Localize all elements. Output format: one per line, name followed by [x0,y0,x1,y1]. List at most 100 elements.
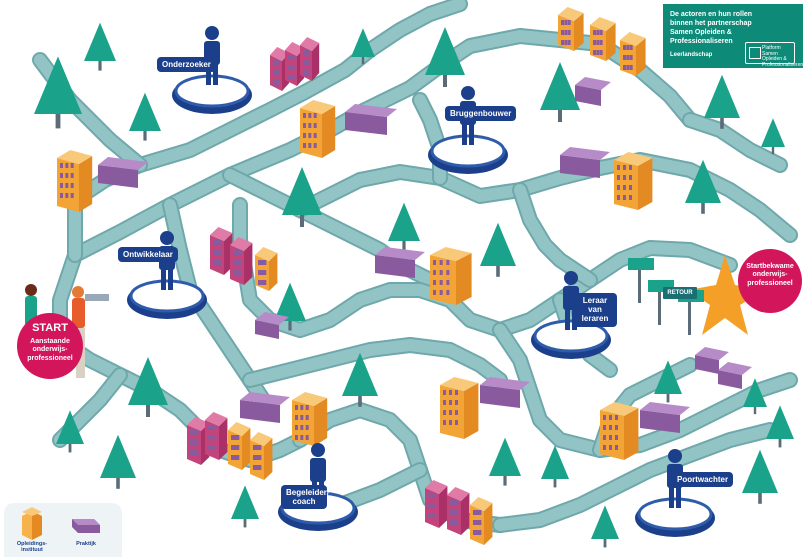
house-icon-0 [98,157,148,188]
info-panel-title: De actoren en hun rollen binnen het part… [670,11,753,46]
platform-logo-text: Platform Samen Opleiden & Professionalis… [762,45,804,68]
role-label-ontwikkelaar[interactable]: Ontwikkelaar [118,247,178,263]
building-icon-4 [440,377,479,439]
tree-icon-13 [128,357,168,417]
tree-icon-24 [231,485,259,528]
path-4 [364,0,466,56]
tree-icon-14 [56,410,84,453]
tree-icon-18 [743,378,767,415]
retour-sign: RETOUR [663,287,697,299]
building-icon-19 [250,432,273,480]
path-14 [494,424,776,531]
house-icon-1 [345,104,397,135]
scene-objects [25,7,794,548]
role-label-bruggenbouwer[interactable]: Bruggenbouwer [445,106,517,122]
platform-logo-icon [749,47,761,59]
building-icon-9 [620,32,646,76]
role-label-poortwachter[interactable]: Poortwachter [672,472,734,488]
tree-icon-16 [685,159,721,214]
house-icon-6 [640,402,690,433]
signpost-icon-0 [628,258,654,303]
building-icon-21 [447,487,470,535]
legend-icons [22,507,100,540]
building-icon-14 [230,237,253,285]
role-label-begeleider-coach[interactable]: Begeleider/ coach [281,485,329,510]
tree-icon-17 [654,360,682,403]
tree-icon-22 [742,449,778,504]
role-label-leraar-van-leraren[interactable]: Leraar van leraren [573,293,617,327]
building-icon-22 [470,497,493,545]
platform-bruggenbouwer [428,134,508,174]
house-icon-10 [718,362,752,389]
path-18 [514,184,596,286]
tree-icon-8 [282,167,322,227]
start-badge[interactable]: START Aanstaande onderwijs- professionee… [17,313,83,379]
tree-icon-9 [388,202,420,251]
path-10 [494,242,736,336]
tree-icon-19 [766,405,794,448]
platform-ontwikkelaar [127,279,207,319]
star-icon [688,255,765,335]
tree-icon-10 [480,222,516,277]
tree-icon-15 [100,434,136,489]
house-icon-3 [375,247,425,278]
house-icon-8 [575,77,611,106]
building-icon-0 [57,150,93,212]
house-icon-2 [560,147,610,178]
building-icon-13 [210,227,233,275]
tree-icon-11 [274,282,306,331]
building-icon-20 [425,480,448,528]
building-icon-11 [285,42,305,86]
role-label-onderzoeker[interactable]: Onderzoeker [157,57,216,73]
path-15 [244,339,506,386]
legend-label-praktijk: Praktijk [76,541,96,547]
building-icon-8 [590,17,616,61]
house-icon-7 [255,312,289,339]
legend-label-opleidingsinstituut: Opleidings- instituut [16,541,48,554]
building-icon-2 [614,152,653,210]
house-icon-5 [480,377,530,408]
tree-icon-7 [761,118,785,155]
tree-icon-12 [342,352,378,407]
building-icon-5 [292,392,328,446]
finish-badge[interactable]: Startbekwame onderwijs- professioneel [738,249,802,313]
tree-icon-6 [704,74,740,129]
house-icon-9 [695,347,729,374]
tree-icon-23 [591,505,619,548]
building-icon-3 [430,247,472,305]
path-6 [294,154,796,241]
legend: Opleidings- instituut Praktijk [4,503,122,557]
platform-poortwachter [635,497,715,537]
tree-icon-21 [489,437,521,486]
info-panel-subtitle: Leerlandschap [670,52,713,58]
platform-leraar [531,319,611,359]
building-icon-12 [300,37,320,81]
building-icon-18 [228,422,251,470]
house-icon-4 [240,392,290,423]
finish-text: Startbekwame onderwijs- professioneel [746,263,794,287]
tree-icon-5 [540,62,580,122]
tree-icon-1 [84,22,116,71]
start-title: START [32,322,68,334]
platform-logo: Platform Samen Opleiden & Professionalis… [745,42,803,67]
tree-icon-3 [351,28,375,65]
building-icon-6 [600,402,639,460]
path-19 [684,114,786,171]
opleidingsinstituut-icon [22,507,42,540]
info-panel: De actoren en hun rollen binnen het part… [663,4,803,68]
praktijk-icon [72,519,100,533]
path-0 [54,124,336,346]
building-icon-1 [300,100,336,158]
building-icon-15 [255,247,278,291]
tree-icon-2 [129,92,161,141]
building-icon-7 [558,7,584,51]
tree-icon-4 [425,27,465,87]
path-1 [324,30,696,136]
tree-icon-20 [541,445,569,488]
person-icon-onderzoeker [204,26,220,85]
start-text: Aanstaande onderwijs- professioneel [27,338,73,362]
building-icon-17 [205,412,228,460]
tree-icon-0 [34,56,82,129]
